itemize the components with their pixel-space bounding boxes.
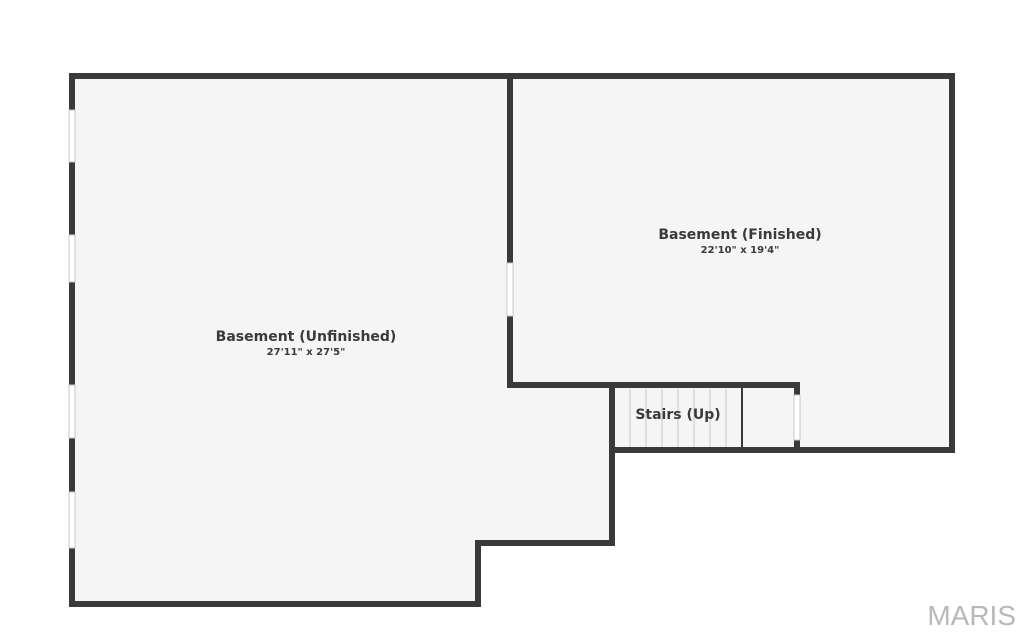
room-name: Basement (Finished)	[658, 227, 822, 243]
stair-treads	[629, 389, 727, 447]
room-name: Basement (Unfinished)	[215, 329, 397, 345]
window	[68, 234, 76, 283]
room-label-unfinished: Basement (Unfinished) 27'11" x 27'5"	[216, 329, 397, 358]
window	[68, 384, 76, 439]
window	[68, 491, 76, 549]
room-label-stairs: Stairs (Up)	[635, 407, 720, 423]
interior-walls	[507, 76, 800, 450]
room-dimensions: 27'11" x 27'5"	[266, 347, 346, 358]
room-dimensions: 22'10" x 19'4"	[700, 245, 780, 256]
door-opening	[793, 394, 801, 441]
room-label-finished: Basement (Finished) 22'10" x 19'4"	[658, 227, 821, 256]
maris-logo: MARIS	[927, 600, 1016, 631]
openings	[68, 109, 801, 549]
room-name: Stairs (Up)	[635, 407, 721, 423]
window	[68, 109, 76, 163]
door-opening	[506, 262, 514, 317]
